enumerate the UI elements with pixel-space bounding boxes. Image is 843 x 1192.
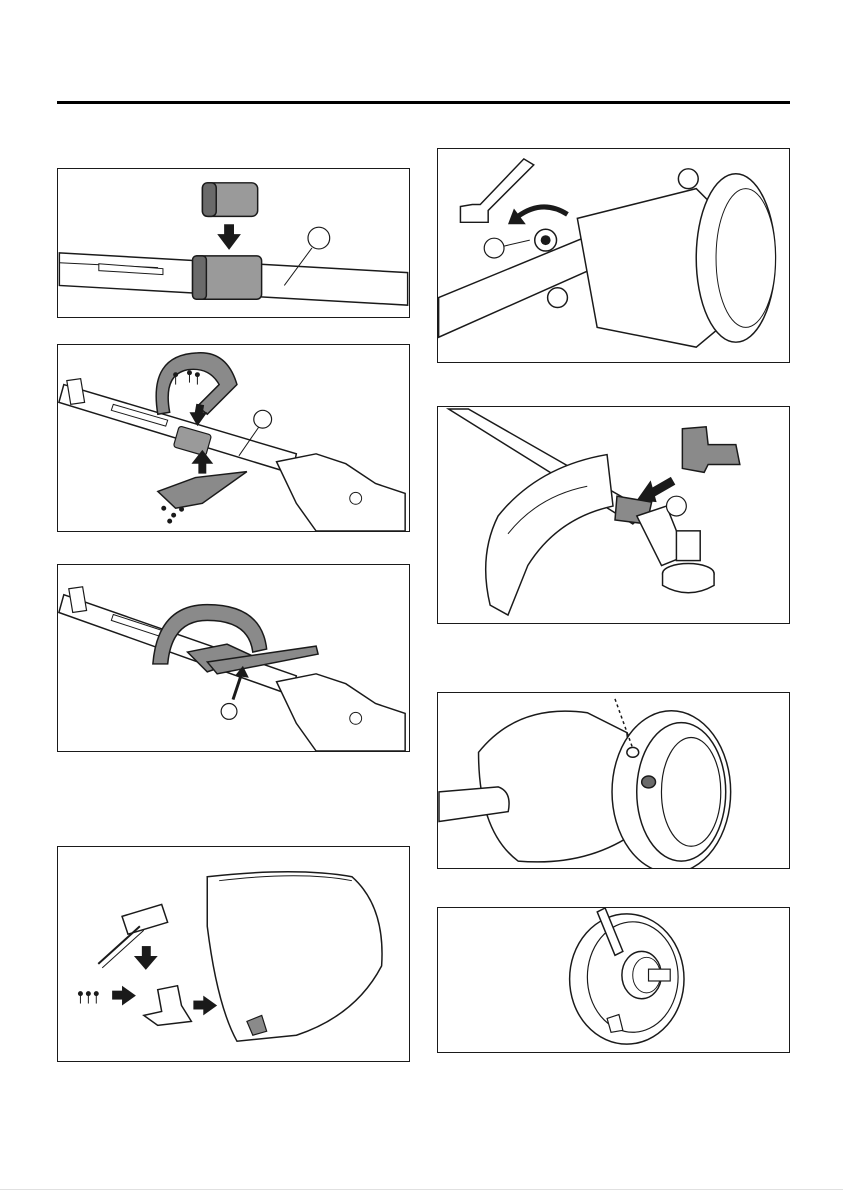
callout-circle	[221, 704, 237, 720]
shaft	[59, 385, 296, 474]
sleeve-loose-band	[202, 183, 216, 217]
figure-guard-bracket	[437, 406, 790, 624]
hole-upper	[627, 747, 639, 757]
figure-spool-holes	[437, 692, 790, 869]
arrow-icon	[217, 224, 241, 250]
engine-housing	[277, 674, 406, 751]
rotation-arrow	[518, 207, 568, 216]
figure-gearhead-bolt	[437, 148, 790, 363]
lower-bracket	[158, 472, 247, 509]
loose-bracket	[682, 427, 739, 473]
figure-shield-fitting	[57, 846, 410, 1062]
sleeve-mounted-band	[193, 256, 207, 299]
bolt-icon	[161, 506, 184, 524]
spool-tool-illustration	[438, 908, 789, 1052]
figure-grip-sleeve	[57, 168, 410, 318]
guard	[486, 455, 613, 616]
figure-spool-tool	[437, 907, 790, 1053]
handle-assembled-illustration	[58, 565, 409, 751]
callout-circle	[308, 227, 330, 249]
callout-leader	[504, 240, 530, 246]
shield-bracket	[144, 986, 192, 1026]
grip-sleeve-illustration	[58, 169, 409, 317]
gearhead-bolt-illustration	[438, 149, 789, 362]
hole-lower	[642, 776, 656, 788]
page-edge	[0, 1189, 843, 1190]
handle-exploded-illustration	[58, 345, 409, 531]
bolt-icon	[535, 229, 557, 251]
grass-shield	[207, 872, 382, 1041]
callout-circle	[484, 238, 504, 258]
arrow-icon	[112, 986, 136, 1006]
guard-bracket-illustration	[438, 407, 789, 623]
screw-icon	[78, 991, 99, 1003]
figure-handle-exploded	[57, 344, 410, 532]
spool-face	[661, 737, 720, 846]
spool-shaft	[649, 969, 671, 981]
box-wrench-icon	[98, 904, 167, 967]
spool-holes-illustration	[438, 693, 789, 868]
figure-handle-assembled	[57, 564, 410, 752]
callout-circle	[254, 410, 272, 428]
header-rule	[57, 101, 790, 104]
arrow-icon	[134, 946, 158, 970]
shield-fitting-illustration	[58, 847, 409, 1061]
callout-circle	[667, 496, 687, 516]
engine-housing	[277, 454, 406, 531]
arrow-icon	[193, 996, 217, 1016]
